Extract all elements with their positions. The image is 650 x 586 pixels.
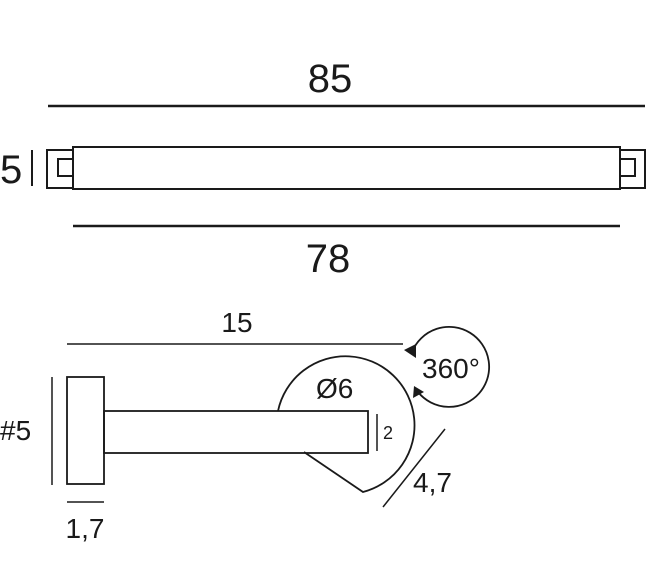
rotation-arrow-icon <box>404 325 491 408</box>
profile-body <box>72 146 621 190</box>
left-end-cap <box>46 149 74 189</box>
side-view: 15 #5 1,7 Ø6 2 4,7 360° <box>0 307 491 544</box>
dimension-arm-length: 15 <box>221 307 252 338</box>
dimension-body-length: 78 <box>306 237 351 281</box>
dimension-overall-length: 85 <box>308 57 353 101</box>
dimension-joint-diameter: Ø6 <box>316 373 353 404</box>
dimension-base-thickness: 1,7 <box>66 513 105 544</box>
arm-rod <box>103 410 369 454</box>
dimension-arm-thickness: 2 <box>383 423 393 443</box>
dimension-line-joint-depth <box>382 428 446 508</box>
dimension-joint-depth: 4,7 <box>413 467 452 498</box>
joint-head <box>277 355 416 493</box>
wall-base <box>66 376 105 485</box>
right-end-cap <box>619 149 646 189</box>
top-view: 85 5 78 <box>0 57 646 281</box>
dimension-profile-height: 5 <box>0 148 22 192</box>
dimension-base-height: #5 <box>0 415 31 446</box>
rotation-label: 360° <box>422 353 480 384</box>
